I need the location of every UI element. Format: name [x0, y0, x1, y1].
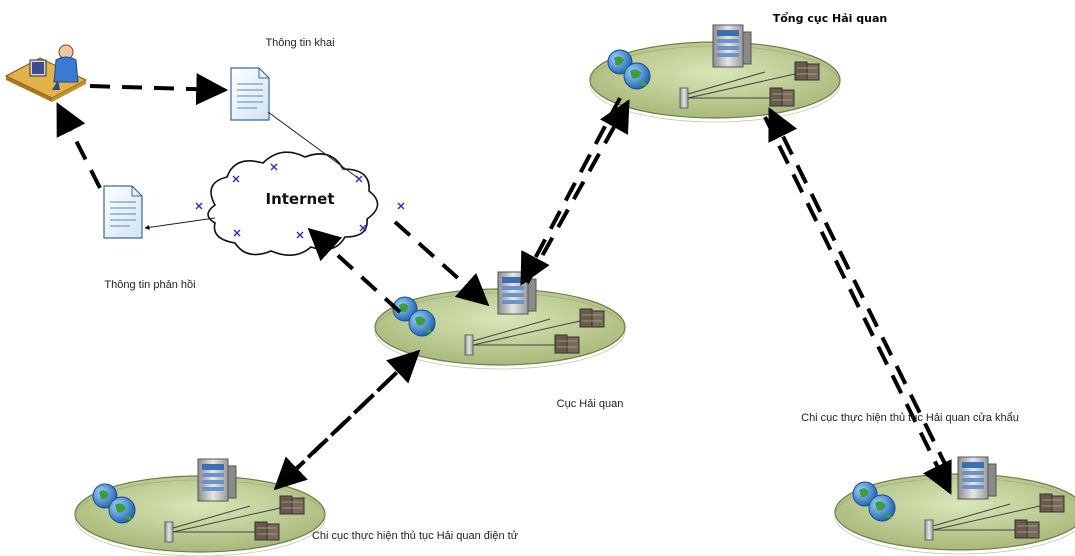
arrow-internet-to-cuc	[393, 220, 490, 307]
cuc-hai-quan-network	[374, 271, 626, 370]
chi-cuc-cua-khau-network	[834, 456, 1075, 555]
response-document	[103, 185, 143, 239]
tong-cuc-network	[589, 24, 841, 123]
label-chi-cuc-cua-khau: Chi cục thực hiện thủ tục Hải quan cửa k…	[801, 412, 1019, 424]
chi-cuc-dien-tu-network	[74, 458, 326, 556]
arrow-tong-cuc-to-cuc	[520, 97, 622, 286]
internet-to-doc-line	[144, 217, 216, 230]
declaration-document	[230, 67, 270, 121]
label-thong-tin-phan-hoi: Thông tin phản hồi	[104, 279, 196, 291]
label-internet: Internet	[265, 190, 335, 208]
doc-to-internet-line	[267, 111, 359, 179]
label-tong-cuc: Tổng cục Hải quan	[772, 12, 888, 25]
arrow-cuc-to-tong-cuc	[525, 99, 630, 284]
arrow-user-to-declaration	[89, 73, 229, 106]
arrow-chi-cuc-dien-tu-to-cuc	[288, 349, 421, 477]
label-chi-cuc-dien-tu: Chi cục thực hiện thủ tục Hải quan điện …	[311, 530, 519, 542]
arrow-tong-cuc-to-chi-cuc-cua-khau	[763, 116, 952, 495]
user-workstation	[4, 44, 88, 102]
label-cuc-hai-quan: Cục Hải quan	[556, 398, 624, 410]
arrow-response-to-user	[56, 102, 102, 189]
label-thong-tin-khai: Thông tin khai	[265, 37, 335, 49]
arrow-chi-cuc-cua-khau-to-tong-cuc	[768, 107, 950, 471]
arrow-cuc-to-internet	[307, 227, 402, 314]
